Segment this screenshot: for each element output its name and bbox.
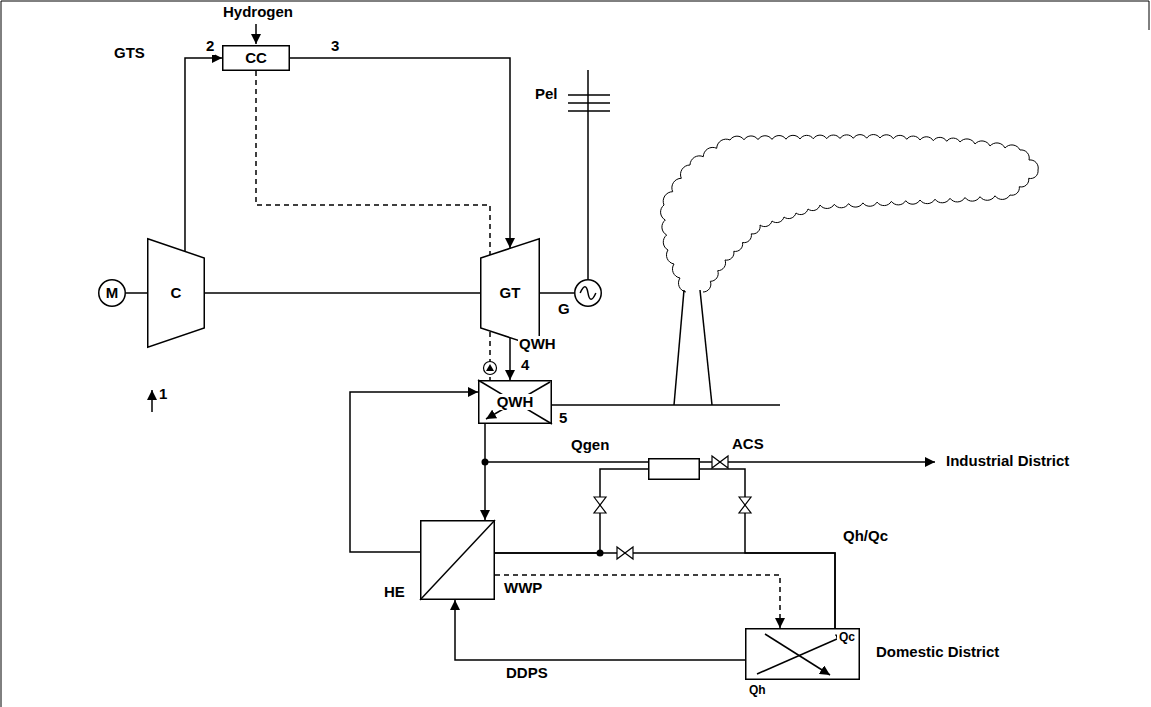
chimney-wall [674,290,684,405]
grid-bar [568,110,610,112]
system-label: GTS [113,45,146,62]
air-inlet-arrow [151,390,153,412]
pipe-connector [495,553,835,628]
node-label: QWH [495,394,536,411]
generator-outline [574,279,602,307]
absorption-chiller: ACS [648,458,700,480]
compressor: C [147,238,205,348]
junction-dot [482,459,489,466]
exchanger-cross [486,382,550,419]
pump-symbol [484,362,497,375]
pipe-connector [455,600,745,660]
edge-label: WWP [503,580,543,597]
heat-exchanger: HE [420,520,495,600]
node-label: ACS [732,436,764,453]
chimney-wall [700,290,712,405]
valve-symbol [617,547,633,559]
node-label: G [558,301,570,318]
pipe-connector [185,58,222,251]
node-label: C [171,285,182,302]
pipe-connector [126,292,147,294]
node-label: M [106,285,119,302]
valve-symbol [594,497,606,513]
generator: G [574,279,602,307]
node-sublabel: Qh [747,684,768,697]
exchanger-cross [478,380,552,424]
node-label: CC [245,50,267,67]
state-number: 4 [520,357,530,374]
compressor-outline [148,239,205,348]
junction-dot [597,550,604,557]
grid-bar [568,94,610,96]
edge-label: DDPS [505,665,549,682]
heat-flow-label: QWH [518,336,557,353]
power-label: Pel [534,86,559,103]
exchanger-diagonal [420,520,495,600]
sine-symbol [580,287,596,300]
turbine-outline [481,239,540,348]
heat-flow-label: Qgen [570,437,610,454]
waste-heat-exchanger: QWH [478,380,552,424]
heat-flow-label: Qh/Qc [842,528,889,545]
exchange-arrow [765,634,830,675]
circle-outline [575,280,602,307]
node-label: GT [500,285,521,302]
state-number: 1 [158,386,168,403]
motor: M [98,279,126,307]
valve-symbol [739,497,751,513]
industrial-supply-line [485,461,935,463]
power-line [587,70,589,279]
pump-symbol [486,364,494,371]
pipe-connector [700,469,835,628]
grid-bar [568,102,610,104]
circle-outline [99,280,126,307]
box-outline [746,629,860,680]
node-label: Domestic District [874,644,1001,661]
exhaust-line [552,404,780,406]
pipe-connector [509,338,511,380]
edge-label: 3 [330,38,340,55]
dashed-connector [495,575,780,628]
consumer-label: Industrial District [945,453,1070,470]
node-label: HE [382,584,407,601]
valve-symbol [712,456,728,468]
box-outline [421,521,495,600]
gas-turbine: GT [480,238,540,348]
dashed-connector [256,71,490,380]
fuel-label: Hydrogen [222,4,294,21]
combustion-chamber: CC [222,45,290,71]
box-outline [223,46,290,71]
pipe-connector [495,469,648,553]
pipe-connector [484,424,486,520]
edge-label: 2 [205,38,215,55]
domestic-district: Domestic DistrictQcQh [745,628,860,680]
heat-exchanger-outline [420,520,495,600]
pipe-connector [205,292,480,294]
hydrogen-feed-arrow [255,24,257,44]
box-outline [649,459,700,480]
node-sublabel: Qc [837,631,857,644]
state-number: 5 [558,410,568,427]
box-outline [479,381,552,424]
pipe-connector [290,58,510,248]
pipe-connector [540,292,574,294]
absorption-chiller-outline [648,458,700,480]
exchange-arrow [757,635,846,674]
exhaust-plume [661,135,1039,292]
